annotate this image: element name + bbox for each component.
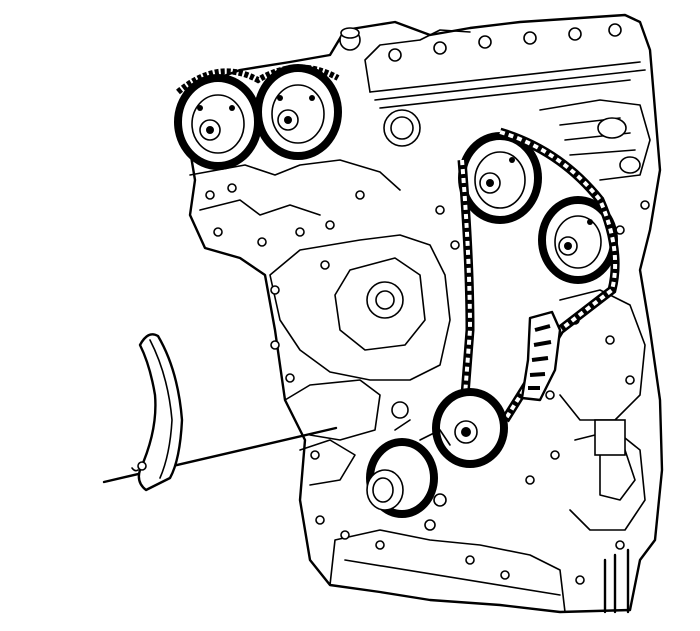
crankshaft-sprocket-icon [366,438,438,518]
chain-tensioner-shoe [520,310,562,402]
left-intake-cam-sprocket-icon [174,74,262,170]
right-exhaust-cam-sprocket-icon [538,196,618,284]
left-bank-cam-sprockets [174,64,342,170]
left-exhaust-cam-sprocket-icon [254,64,342,160]
timing-chain [457,127,620,423]
engine-block [183,13,664,614]
lower-sprockets [366,388,508,531]
removed-chain-guide [102,333,338,492]
curved-chain-guide-icon [137,333,184,492]
valve-cover-bolts [339,23,622,62]
idler-sprocket-icon [432,388,508,468]
